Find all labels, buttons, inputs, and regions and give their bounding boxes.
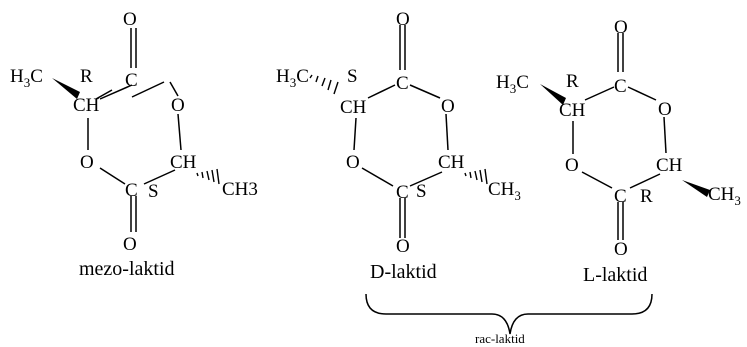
mezo-o-left: O bbox=[80, 152, 94, 173]
l-ch-left: CH bbox=[559, 100, 586, 121]
l-c-bot: C bbox=[614, 186, 627, 207]
l-laktid-label: L-laktid bbox=[583, 264, 647, 286]
mezo-ch3: CH3 bbox=[222, 179, 258, 200]
mezo-config-bot: S bbox=[148, 181, 159, 202]
d-laktid-label: D-laktid bbox=[370, 261, 437, 283]
l-o-bot: O bbox=[614, 239, 628, 260]
d-o-bot: O bbox=[396, 236, 410, 257]
d-ch-left: CH bbox=[340, 97, 367, 118]
l-config-top: R bbox=[566, 71, 579, 92]
l-h3c: H3C bbox=[496, 72, 529, 96]
mezo-h3c: H3C bbox=[10, 66, 43, 90]
l-laktid-structure: O C O CH O CH C O H3C CH3 R R bbox=[496, 17, 741, 260]
d-o-left: O bbox=[346, 152, 360, 173]
mezo-o-right: O bbox=[171, 95, 185, 116]
d-laktid-structure: O C O CH O CH C O H3C CH3 S S bbox=[276, 9, 521, 257]
l-o-top: O bbox=[614, 17, 628, 38]
mezo-c-bot: C bbox=[125, 180, 138, 201]
mezo-laktid-structure: O C O CH O CH C O H3C CH3 R S bbox=[10, 9, 258, 255]
l-o-right: O bbox=[658, 99, 672, 120]
l-ch-right: CH bbox=[656, 155, 683, 176]
d-o-top: O bbox=[396, 9, 410, 30]
mezo-ch-left: CH bbox=[73, 95, 100, 116]
rac-laktid-label: rac-laktid bbox=[475, 331, 525, 346]
d-ch-right: CH bbox=[438, 152, 465, 173]
d-ch3: CH3 bbox=[488, 179, 521, 203]
mezo-config-top: R bbox=[80, 66, 93, 87]
l-ch3: CH3 bbox=[708, 184, 741, 208]
d-c-bot: C bbox=[396, 182, 409, 203]
l-o-left: O bbox=[565, 155, 579, 176]
d-o-right: O bbox=[441, 96, 455, 117]
mezo-o-top: O bbox=[123, 9, 137, 30]
d-c-top: C bbox=[396, 73, 409, 94]
d-config-bot: S bbox=[416, 181, 427, 202]
rac-brace bbox=[365, 293, 653, 335]
mezo-o-bot: O bbox=[123, 234, 137, 255]
l-config-bot: R bbox=[640, 186, 653, 207]
d-config-top: S bbox=[347, 66, 358, 87]
mezo-laktid-label: mezo-laktid bbox=[79, 258, 175, 280]
d-h3c: H3C bbox=[276, 66, 309, 90]
l-c-top: C bbox=[614, 76, 627, 97]
mezo-c-top: C bbox=[125, 70, 138, 91]
mezo-ch-right: CH bbox=[170, 152, 197, 173]
